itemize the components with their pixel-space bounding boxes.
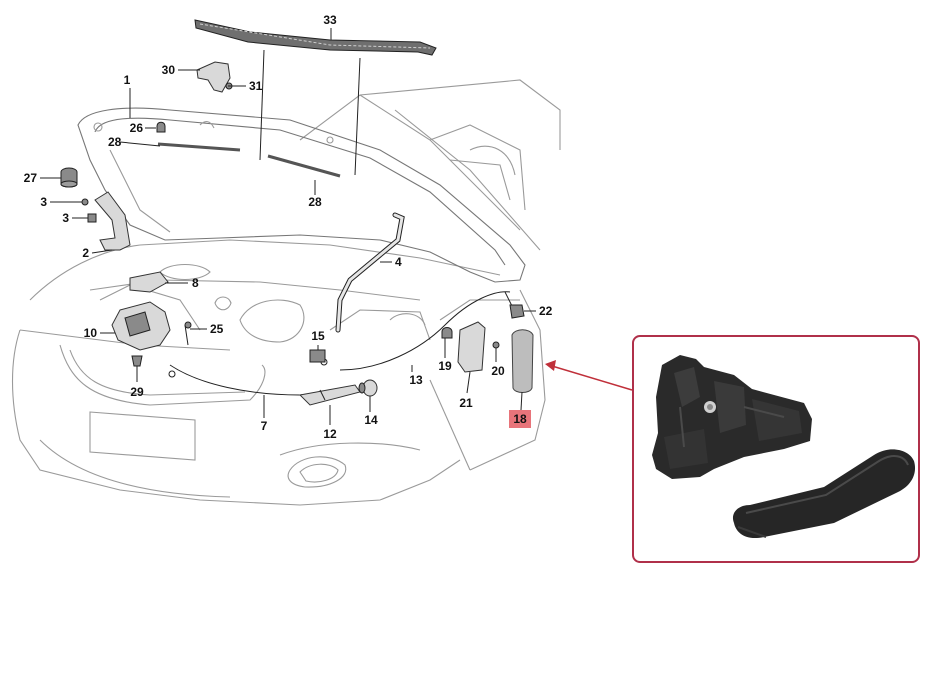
part-photo-inset (632, 335, 920, 563)
clip-22 (509, 304, 525, 319)
safety-catch-8 (129, 271, 169, 293)
label-21: 21 (459, 396, 473, 410)
label-28-bottom: 28 (308, 195, 322, 209)
label-29: 29 (130, 385, 144, 399)
label-22: 22 (539, 304, 553, 318)
clip-15 (309, 349, 326, 363)
label-3-a: 3 (40, 195, 47, 209)
screw-29 (131, 355, 143, 367)
car-body-outline (12, 79, 561, 506)
label-19: 19 (438, 359, 452, 373)
label-27: 27 (24, 171, 38, 185)
label-28-top: 28 (108, 135, 122, 149)
lever-12 (298, 384, 361, 406)
label-31: 31 (249, 79, 263, 93)
label-8: 8 (192, 276, 199, 290)
label-3-b: 3 (62, 211, 69, 225)
rubber-stop-27 (60, 167, 78, 188)
hinge-30 (196, 61, 233, 93)
label-26: 26 (130, 121, 144, 135)
highlighted-part-label: 18 (509, 410, 531, 428)
label-12: 12 (323, 427, 337, 441)
callout-arrow (545, 360, 633, 391)
bracket-photo (652, 355, 812, 479)
label-2: 2 (82, 246, 89, 260)
label-20: 20 (491, 364, 505, 378)
label-4: 4 (395, 255, 402, 269)
seal-strip-33 (194, 19, 437, 56)
label-14: 14 (364, 413, 378, 427)
highlighted-part-number: 18 (513, 412, 527, 426)
prop-rod-4 (335, 212, 405, 333)
part-photo (652, 355, 916, 539)
handle-bracket-21 (441, 321, 500, 373)
hood-lock-10 (111, 301, 192, 351)
label-7: 7 (261, 419, 268, 433)
handle-photo (732, 449, 916, 539)
label-10: 10 (84, 326, 98, 340)
grommet-14 (358, 379, 378, 397)
label-25: 25 (210, 322, 224, 336)
clip-26 (156, 121, 166, 133)
leader-lines (40, 28, 536, 425)
label-15: 15 (311, 329, 325, 343)
hood-seal-28 (157, 142, 341, 178)
hood-panel (77, 107, 526, 283)
release-handle-18 (511, 329, 534, 393)
bracket-2 (81, 191, 131, 251)
label-33: 33 (323, 13, 337, 27)
label-1: 1 (124, 73, 131, 87)
label-13: 13 (409, 373, 423, 387)
part-number-labels: 33 30 31 1 26 28 27 3 3 2 28 4 8 10 25 1… (24, 13, 553, 441)
label-30: 30 (162, 63, 176, 77)
